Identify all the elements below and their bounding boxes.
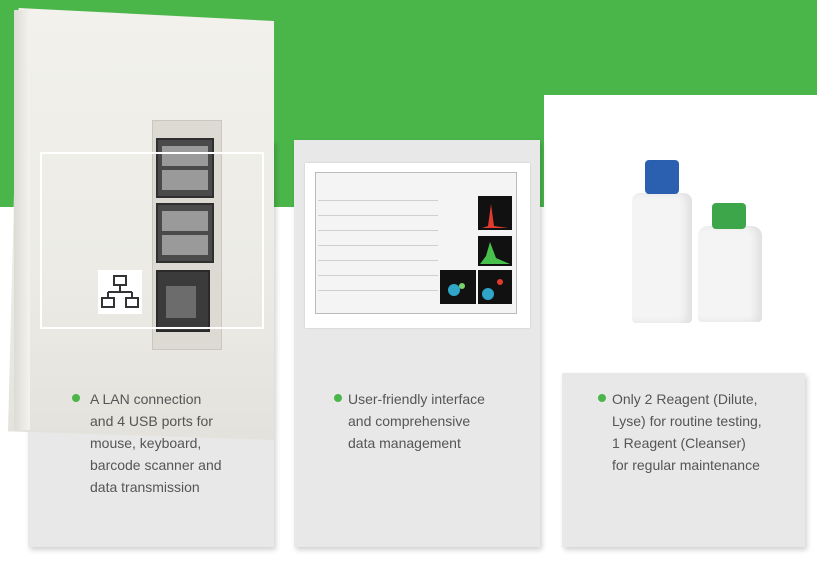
reagent-bottle-small xyxy=(698,226,762,322)
scatter-plot-2 xyxy=(478,270,512,304)
reagent-bottle-large xyxy=(632,193,692,323)
feature-card-reagents xyxy=(562,373,805,547)
device-port-photo xyxy=(8,8,274,440)
bullet-icon xyxy=(598,394,606,402)
histogram-plot-2 xyxy=(478,236,512,266)
device-edge xyxy=(14,10,30,430)
bullet-icon xyxy=(72,394,80,402)
usb-port-pair-bottom xyxy=(156,203,214,263)
feature-caption-ports: A LAN connection and 4 USB ports for mou… xyxy=(72,388,260,498)
feature-caption-reagents: Only 2 Reagent (Dilute, Lyse) for routin… xyxy=(598,388,802,476)
bullet-icon xyxy=(334,394,342,402)
port-highlight-frame xyxy=(40,152,264,329)
usb-port-pair-top xyxy=(156,138,214,198)
lan-network-icon xyxy=(98,270,142,314)
reagent-bottle-cap-green xyxy=(712,203,746,229)
scatter-plot-1 xyxy=(440,270,476,304)
histogram-plot-1 xyxy=(478,196,512,230)
feature-caption-interface: User-friendly interface and comprehensiv… xyxy=(334,388,533,454)
reagent-bottle-cap-blue xyxy=(645,160,679,194)
lan-port xyxy=(156,270,210,332)
